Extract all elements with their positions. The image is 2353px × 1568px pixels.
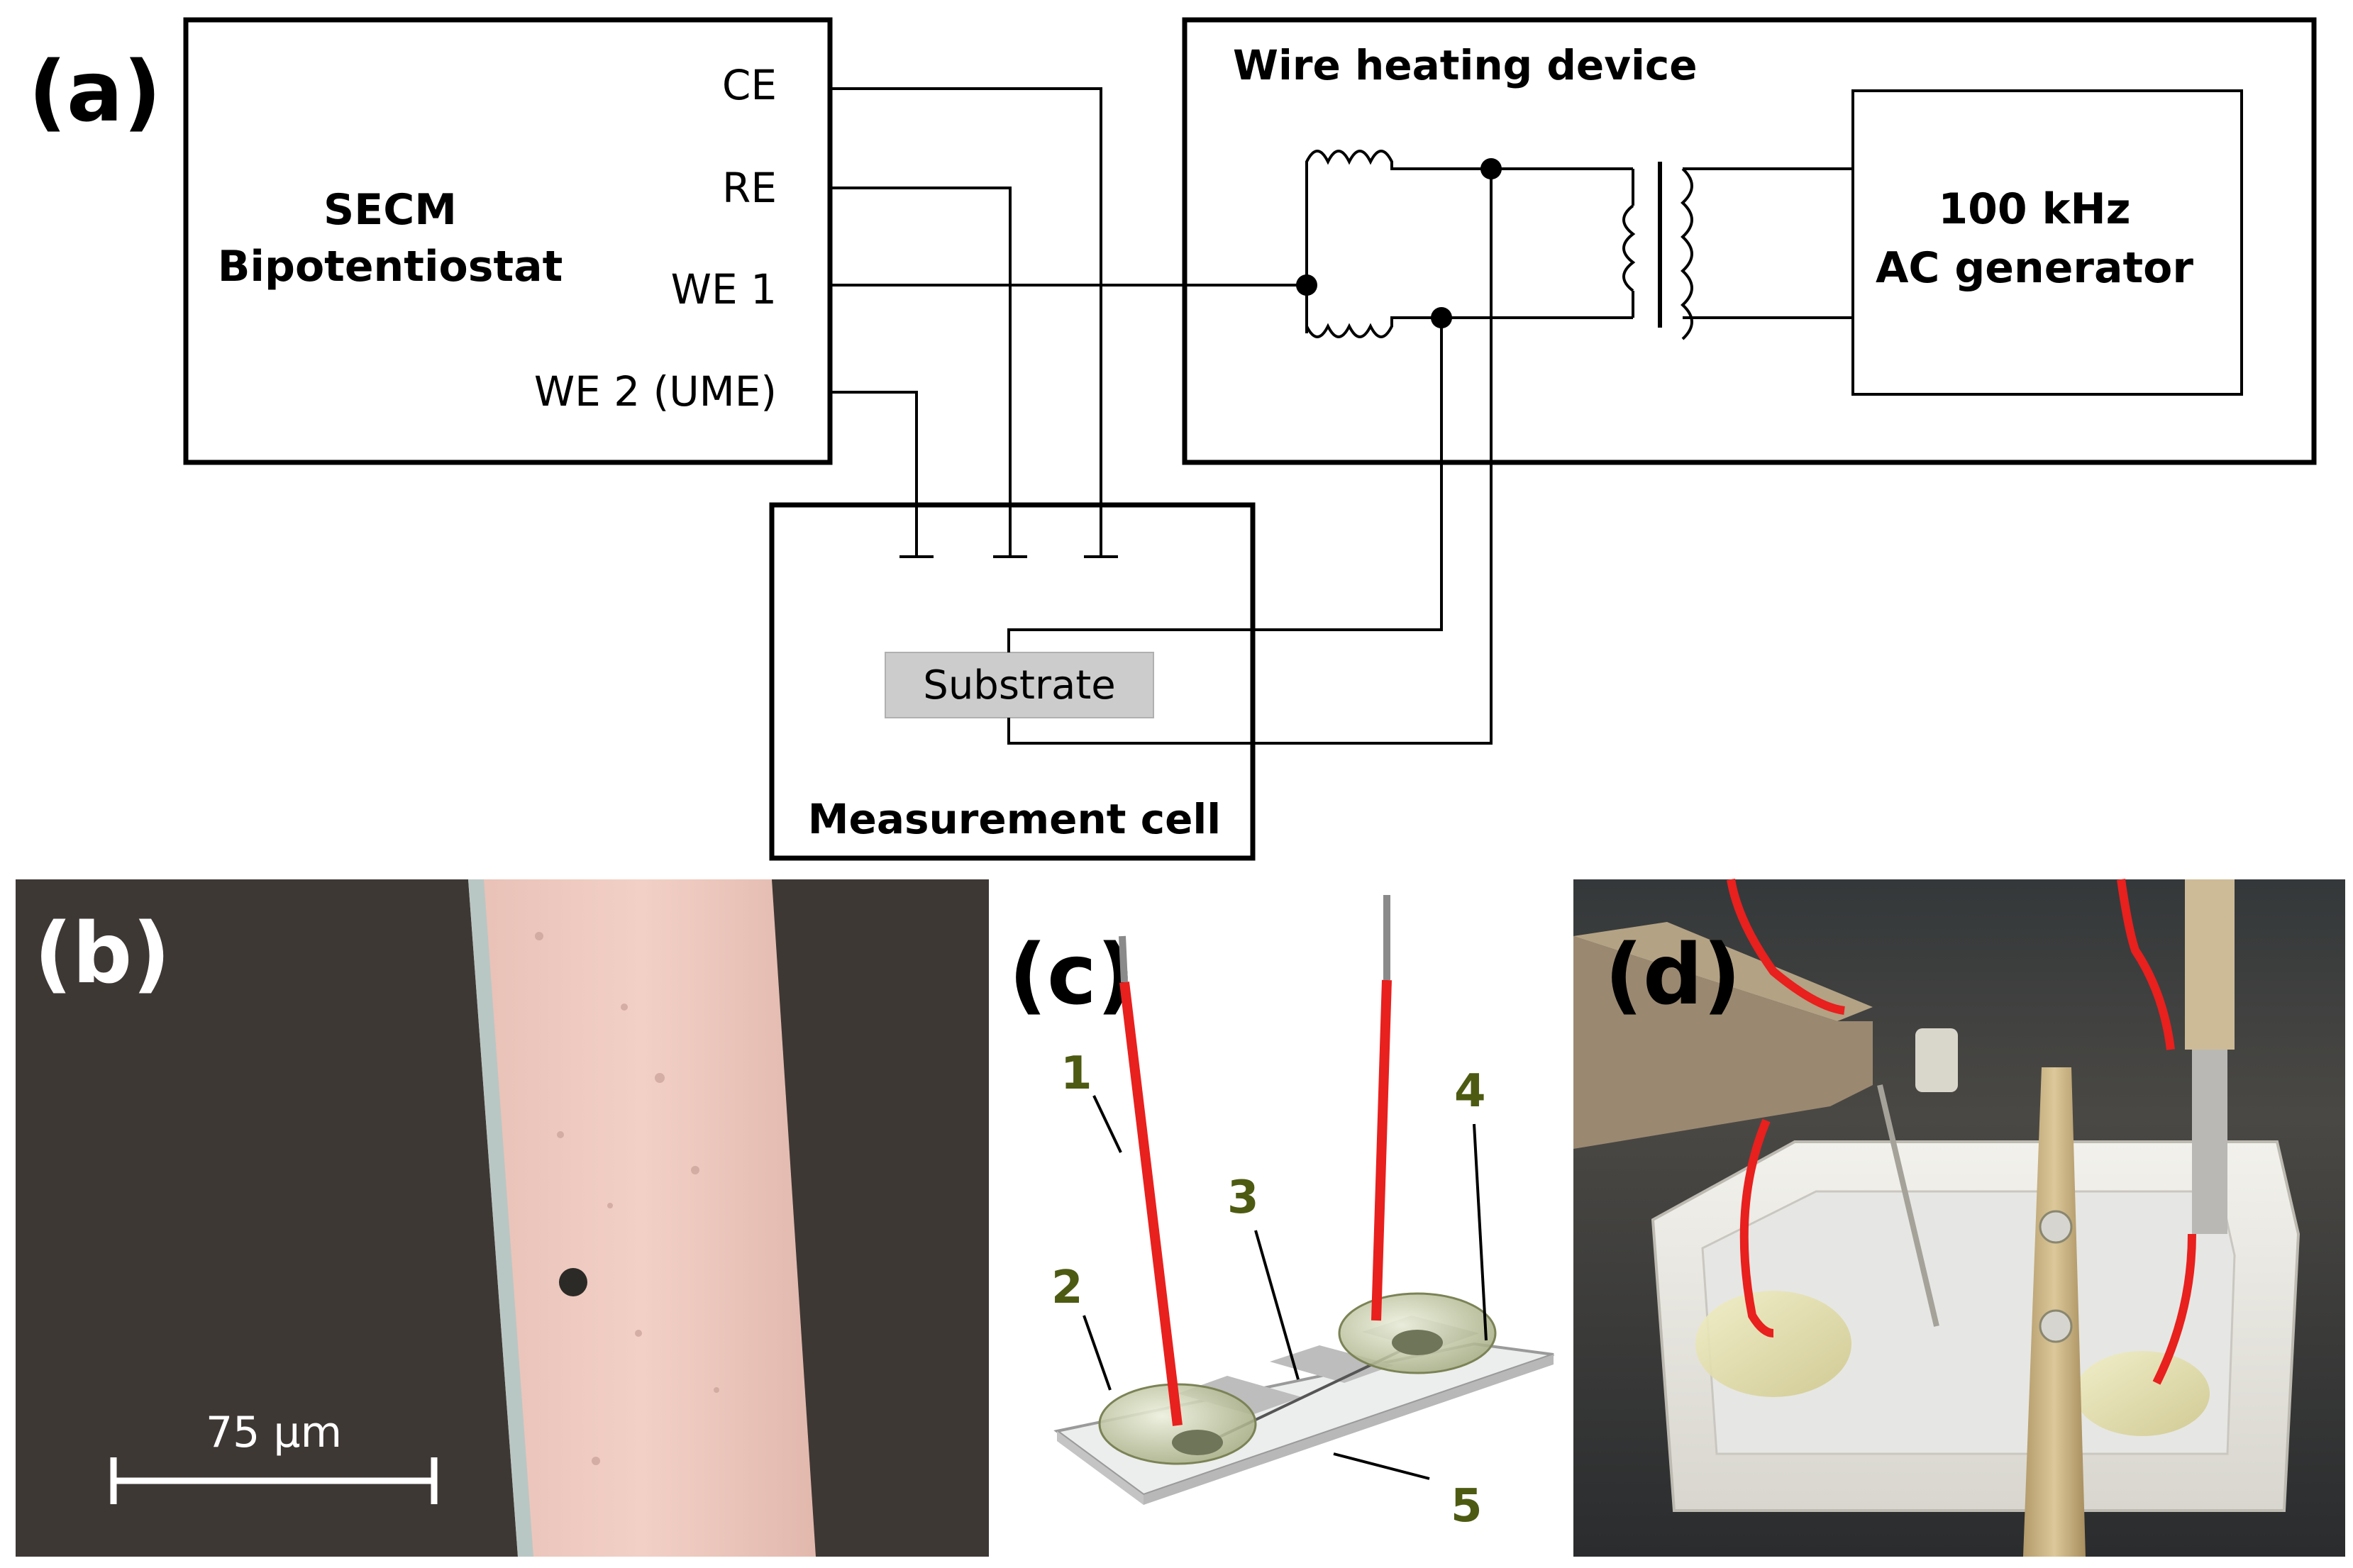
callout-5: 5 xyxy=(1451,1480,1483,1533)
photo-glue-left xyxy=(1695,1291,1851,1397)
scale-bar-label: 75 µm xyxy=(206,1408,342,1457)
callout-2: 2 xyxy=(1051,1262,1083,1314)
bipotentiostat-box xyxy=(183,17,833,465)
port-we2-label: WE 2 (UME) xyxy=(534,367,777,416)
photo-red-wires xyxy=(1727,878,2196,1385)
panel-a-label: (a) xyxy=(28,43,162,140)
scale-bar xyxy=(110,1457,438,1504)
circuit-wiring xyxy=(830,87,1853,745)
port-re-label: RE xyxy=(722,164,777,212)
panel-a: (a) SECM Bipotentiostat CE RE WE 1 WE 2 … xyxy=(28,17,2317,861)
heating-device-title: Wire heating device xyxy=(1233,41,1698,89)
panel-b-label: (b) xyxy=(34,904,170,1002)
panel-c-label: (c) xyxy=(1009,925,1135,1023)
reference-electrode xyxy=(2185,879,2235,1050)
circuit-nodes xyxy=(1296,158,1502,328)
fiber-specks xyxy=(535,932,719,1465)
callout-3: 3 xyxy=(1227,1172,1259,1224)
callout-lines xyxy=(1083,1095,1488,1480)
port-we1-label: WE 1 xyxy=(671,265,777,313)
substrate-block xyxy=(885,652,1154,718)
panel-d: (d) xyxy=(1573,878,2345,1557)
panel-c: (c) 1 2 3 4 5 xyxy=(1009,895,1554,1533)
clamp-arm xyxy=(1573,936,1873,1149)
substrate-label: Substrate xyxy=(923,662,1115,708)
particle xyxy=(559,1268,587,1296)
measurement-cell-box xyxy=(769,502,1256,861)
bipotentiostat-title-1: SECM xyxy=(323,185,457,235)
electrode-pad xyxy=(1178,1376,1302,1415)
callout-1: 1 xyxy=(1061,1047,1092,1100)
panel-b: (b) 75 µm xyxy=(16,879,989,1557)
fiber-wire xyxy=(468,879,816,1557)
ac-generator-box xyxy=(1851,89,2243,396)
ac-generator-title-1: 100 kHz xyxy=(1938,184,2130,234)
needle-electrode xyxy=(1877,1084,1939,1327)
ac-generator-title-2: AC generator xyxy=(1876,243,2193,293)
bipotentiostat-title-2: Bipotentiostat xyxy=(218,242,563,291)
port-ce-label: CE xyxy=(722,61,777,109)
photo-glue-right xyxy=(2075,1351,2210,1436)
electrode-pad xyxy=(1270,1345,1394,1383)
measurement-cell-title: Measurement cell xyxy=(808,795,1221,843)
red-lead-left xyxy=(1119,982,1183,1426)
red-lead-right xyxy=(1371,979,1392,1321)
panel-d-label: (d) xyxy=(1605,925,1741,1023)
callout-4: 4 xyxy=(1454,1065,1486,1118)
heating-device-box xyxy=(1182,17,2317,465)
